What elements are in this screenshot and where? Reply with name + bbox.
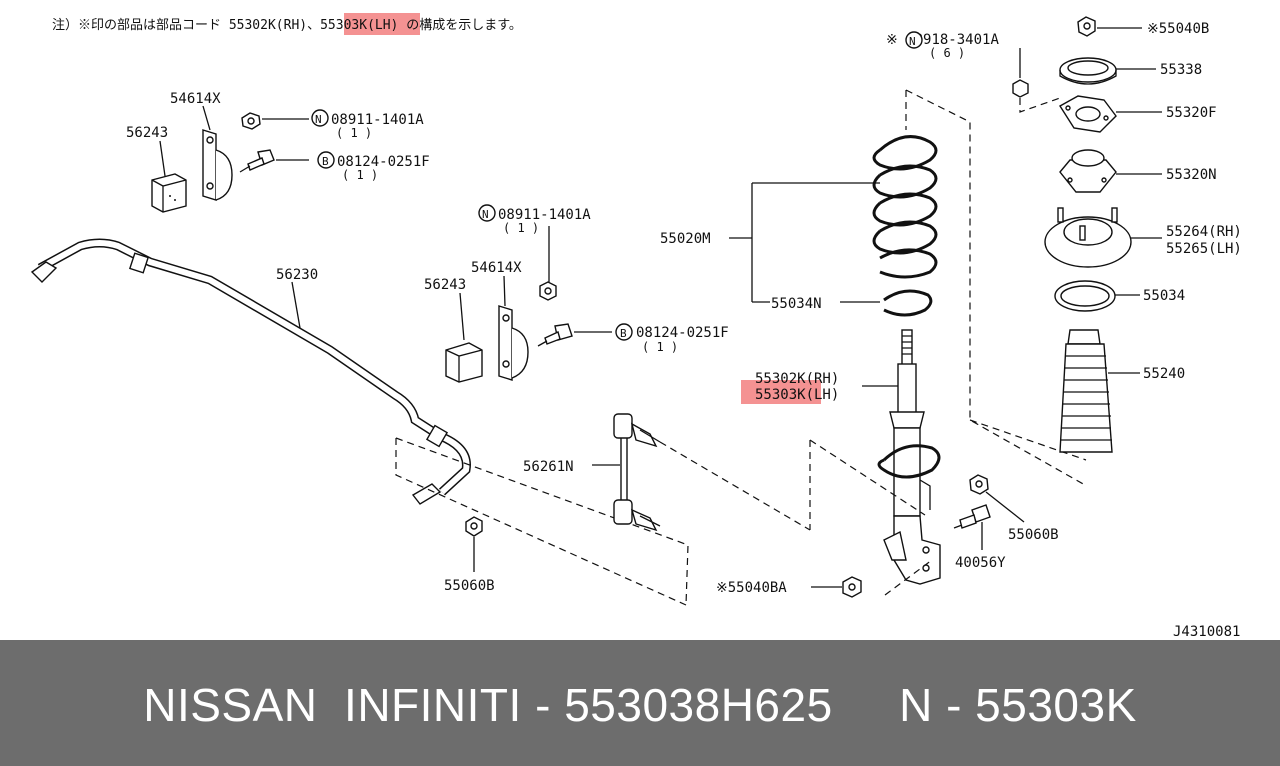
strut-mount-icon (1044, 207, 1132, 268)
circle-b-icon-2 (615, 323, 633, 341)
label-55338: 55338 (1160, 62, 1202, 78)
strut-lh-highlight-box (741, 380, 821, 404)
label-55240: 55240 (1143, 366, 1185, 382)
bolt-40056y-icon (953, 504, 991, 529)
flange-bolt-icon-2 (537, 323, 573, 347)
qty-08918: ( 6 ) (929, 46, 965, 60)
hex-nut-icon-2 (539, 281, 557, 301)
label-54614x-a: 54614X (170, 91, 221, 107)
stabilizer-clamp-icon (202, 129, 233, 201)
label-55060b-b: 55060B (1008, 527, 1059, 543)
header-note: 注）※印の部品は部品コード 55302K(RH)、55303K(LH) の構成を… (52, 18, 522, 33)
label-55040b: ※55040B (1147, 21, 1209, 37)
circle-n-icon-3 (905, 31, 923, 49)
circle-b-letter-2: B (620, 327, 627, 340)
label-54614x-b: 54614X (471, 260, 522, 276)
label-08124-a: 08124-0251F (337, 154, 430, 170)
circle-n-icon (311, 109, 329, 127)
hex-nut-icon (241, 112, 261, 130)
circle-b-icon (317, 151, 335, 169)
label-40056y: 40056Y (955, 555, 1006, 571)
flange-bolt-icon (239, 149, 275, 173)
footer-title: NISSAN INFINITI - 553038H625 N - 55303K (143, 679, 1137, 731)
qty-08911-b: ( 1 ) (503, 221, 539, 235)
note-highlight-box (344, 13, 420, 35)
qty-08124-a: ( 1 ) (342, 168, 378, 182)
label-55040ba: ※55040BA (716, 580, 787, 596)
hex-nut-55040b-icon (1077, 16, 1096, 37)
hex-nut-08918-icon (1012, 79, 1029, 98)
label-56243-b: 56243 (424, 277, 466, 293)
label-08124-b: 08124-0251F (636, 325, 729, 341)
circle-n-icon-2 (478, 204, 496, 222)
stabilizer-bar-icon (30, 238, 471, 505)
hex-nut-55040ba-icon (842, 576, 862, 598)
label-55320f: 55320F (1166, 105, 1217, 121)
bumper-boot-55240-icon (1059, 329, 1113, 453)
plate-55320f-icon (1059, 95, 1117, 133)
label-strut-rh: 55302K(RH) (755, 371, 839, 387)
qty-08124-b: ( 1 ) (642, 340, 678, 354)
stabilizer-bushing-icon (151, 173, 187, 213)
label-strut-lh: 55303K(LH) (755, 387, 839, 403)
circle-n-letter: N (315, 113, 322, 126)
coil-spring-icon (872, 135, 938, 279)
stabilizer-link-icon (613, 413, 661, 532)
label-55060b-a: 55060B (444, 578, 495, 594)
label-55034n: 55034N (771, 296, 822, 312)
label-08911-b: 08911-1401A (498, 207, 591, 223)
label-55265: 55265(LH) (1166, 241, 1242, 257)
circle-b-letter: B (322, 155, 329, 168)
footer-bar: NISSAN INFINITI - 553038H625 N - 55303K (0, 640, 1280, 766)
hex-nut-55060b-icon (465, 516, 483, 537)
label-55034: 55034 (1143, 288, 1185, 304)
label-55020m: 55020M (660, 231, 711, 247)
qty-08911-a: ( 1 ) (336, 126, 372, 140)
strut-assembly-icon (877, 329, 941, 585)
bearing-55338-icon (1059, 57, 1117, 85)
circle-n-letter-2: N (482, 208, 489, 221)
hex-nut-55060b-icon-2 (969, 474, 989, 495)
insulator-55320n-icon (1059, 149, 1117, 193)
label-08911-a: 08911-1401A (331, 112, 424, 128)
label-55320n: 55320N (1166, 167, 1217, 183)
parts-diagram: 注）※印の部品は部品コード 55302K(RH)、55303K(LH) の構成を… (30, 13, 1242, 640)
label-56261n: 56261N (523, 459, 574, 475)
stabilizer-bushing-icon-2 (445, 342, 483, 383)
label-55264: 55264(RH) (1166, 224, 1242, 240)
brand-label: NISSAN INFINITI (143, 679, 522, 731)
reference-code: N - 55303K (899, 679, 1137, 731)
spring-seat-rubber-icon (883, 289, 933, 317)
part-number: 553038H625 (564, 679, 833, 731)
stabilizer-clamp-icon-2 (498, 305, 529, 381)
label-56243-a: 56243 (126, 125, 168, 141)
label-56230: 56230 (276, 267, 318, 283)
diagram-code: J4310081 (1173, 624, 1240, 640)
circle-n-letter-3: N (909, 35, 916, 48)
seal-55034-icon (1054, 280, 1116, 312)
